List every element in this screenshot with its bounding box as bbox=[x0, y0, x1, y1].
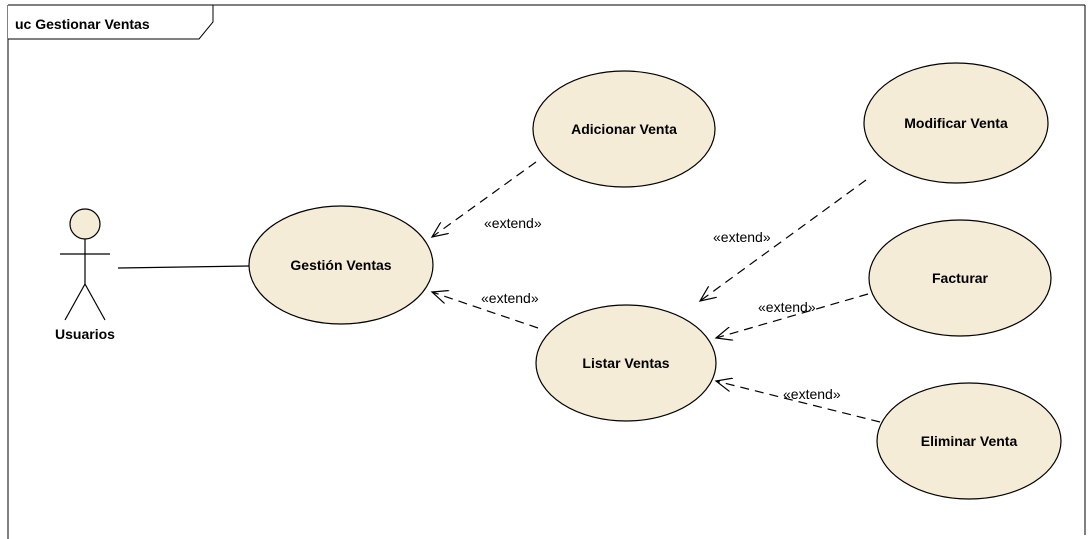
extend-arrow bbox=[716, 293, 869, 338]
usecase-label: Listar Ventas bbox=[582, 355, 669, 371]
usecase-listar-ventas[interactable]: Listar Ventas bbox=[535, 304, 717, 422]
extend-label: «extend» bbox=[758, 299, 816, 315]
actor-usuarios[interactable]: Usuarios bbox=[55, 208, 115, 342]
usecase-label: Gestión Ventas bbox=[290, 257, 391, 273]
extend-adicionar: «extend» bbox=[432, 161, 542, 237]
extend-eliminar: «extend» bbox=[716, 381, 881, 423]
frame-title: uc Gestionar Ventas bbox=[15, 16, 150, 32]
usecase-modificar-venta[interactable]: Modificar Venta bbox=[863, 62, 1049, 184]
diagram-frame: uc Gestionar Ventas bbox=[7, 4, 1086, 539]
usecase-label: Adicionar Venta bbox=[571, 121, 677, 137]
frame-tab bbox=[8, 4, 214, 40]
extend-label: «extend» bbox=[481, 290, 539, 306]
extend-label: «extend» bbox=[783, 386, 841, 402]
usecase-facturar[interactable]: Facturar bbox=[868, 219, 1052, 337]
extend-modificar: «extend» bbox=[700, 179, 867, 301]
actor-label: Usuarios bbox=[55, 326, 115, 342]
usecase-adicionar-venta[interactable]: Adicionar Venta bbox=[532, 70, 716, 188]
usecase-label: Eliminar Venta bbox=[921, 433, 1018, 449]
usecase-label: Facturar bbox=[932, 270, 989, 286]
extend-arrow bbox=[432, 161, 537, 237]
usecase-eliminar-venta[interactable]: Eliminar Venta bbox=[876, 382, 1062, 500]
extend-facturar: «extend» bbox=[716, 293, 869, 338]
usecase-label: Modificar Venta bbox=[904, 115, 1008, 131]
extend-label: «extend» bbox=[484, 215, 542, 231]
extend-arrow bbox=[716, 381, 881, 423]
extend-arrow bbox=[432, 292, 539, 329]
usecase-gestion-ventas[interactable]: Gestión Ventas bbox=[248, 205, 434, 325]
extend-arrow bbox=[700, 179, 867, 301]
association-line bbox=[117, 265, 250, 269]
stick-figure-actor-icon bbox=[60, 208, 110, 321]
extend-listar: «extend» bbox=[432, 290, 539, 329]
extend-label: «extend» bbox=[713, 229, 771, 245]
